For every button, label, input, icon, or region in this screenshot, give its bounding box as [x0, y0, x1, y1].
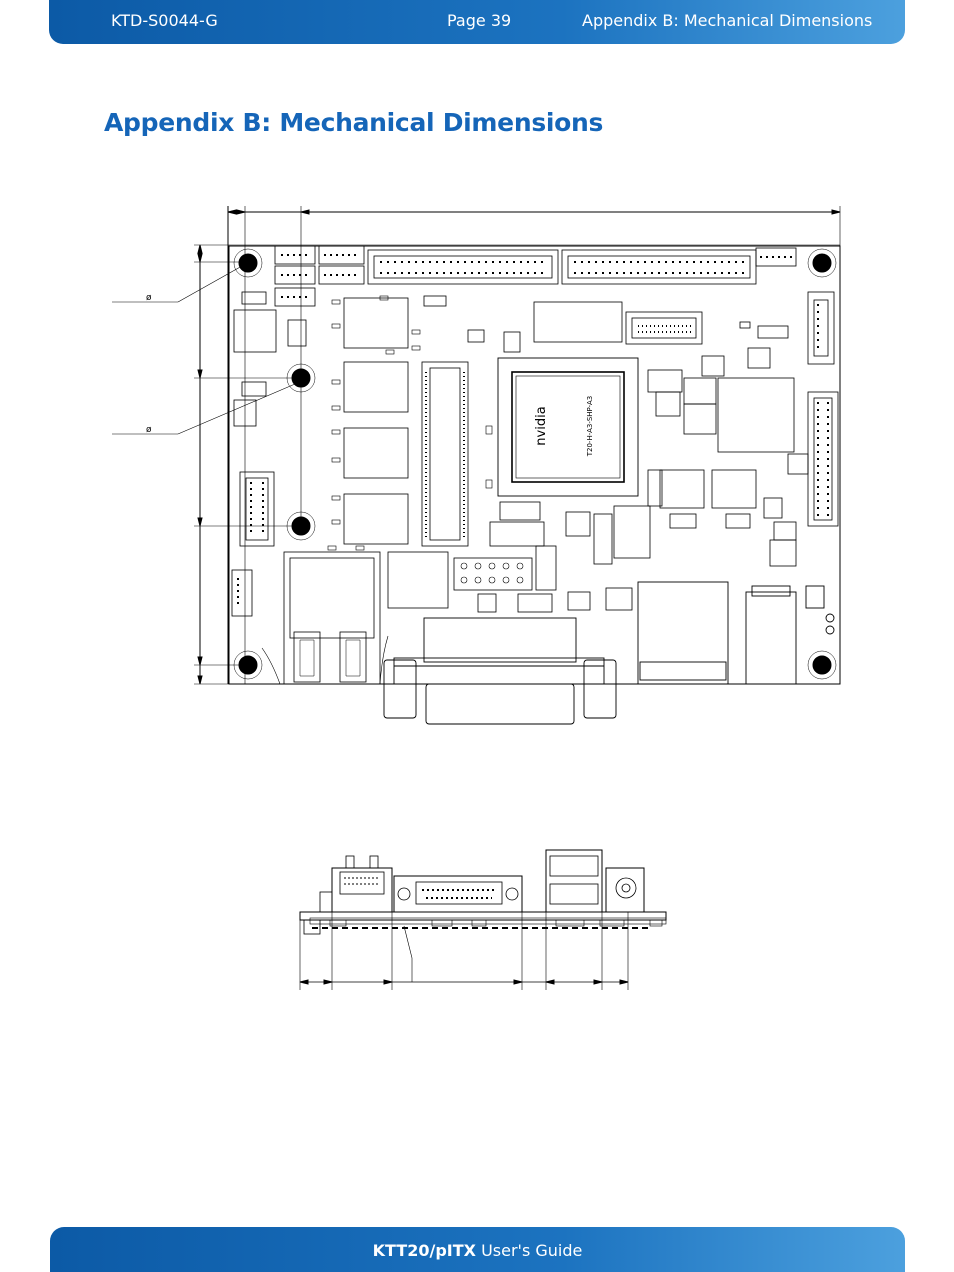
- footer-guide: User's Guide: [481, 1241, 583, 1260]
- page-title: Appendix B: Mechanical Dimensions: [104, 108, 604, 137]
- page-number: Page 39: [447, 11, 512, 30]
- chip-marking: T20-H-A3-SHP-A3: [586, 396, 594, 458]
- side-view: [299, 849, 667, 990]
- diameter-note-lower: ø: [146, 425, 152, 435]
- diameter-note-upper: ø: [146, 293, 152, 303]
- top-view: nvidia T20-H-A3-SHP-A3: [112, 206, 841, 725]
- document-id: KTD-S0044-G: [111, 11, 218, 30]
- page-header: KTD-S0044-G Page 39 Appendix B: Mechanic…: [49, 0, 905, 44]
- chip-brand: nvidia: [534, 406, 549, 445]
- page-footer: KTT20/pITX User's Guide: [50, 1227, 905, 1272]
- footer-product: KTT20/pITX: [372, 1241, 476, 1260]
- header-section: Appendix B: Mechanical Dimensions: [582, 11, 873, 30]
